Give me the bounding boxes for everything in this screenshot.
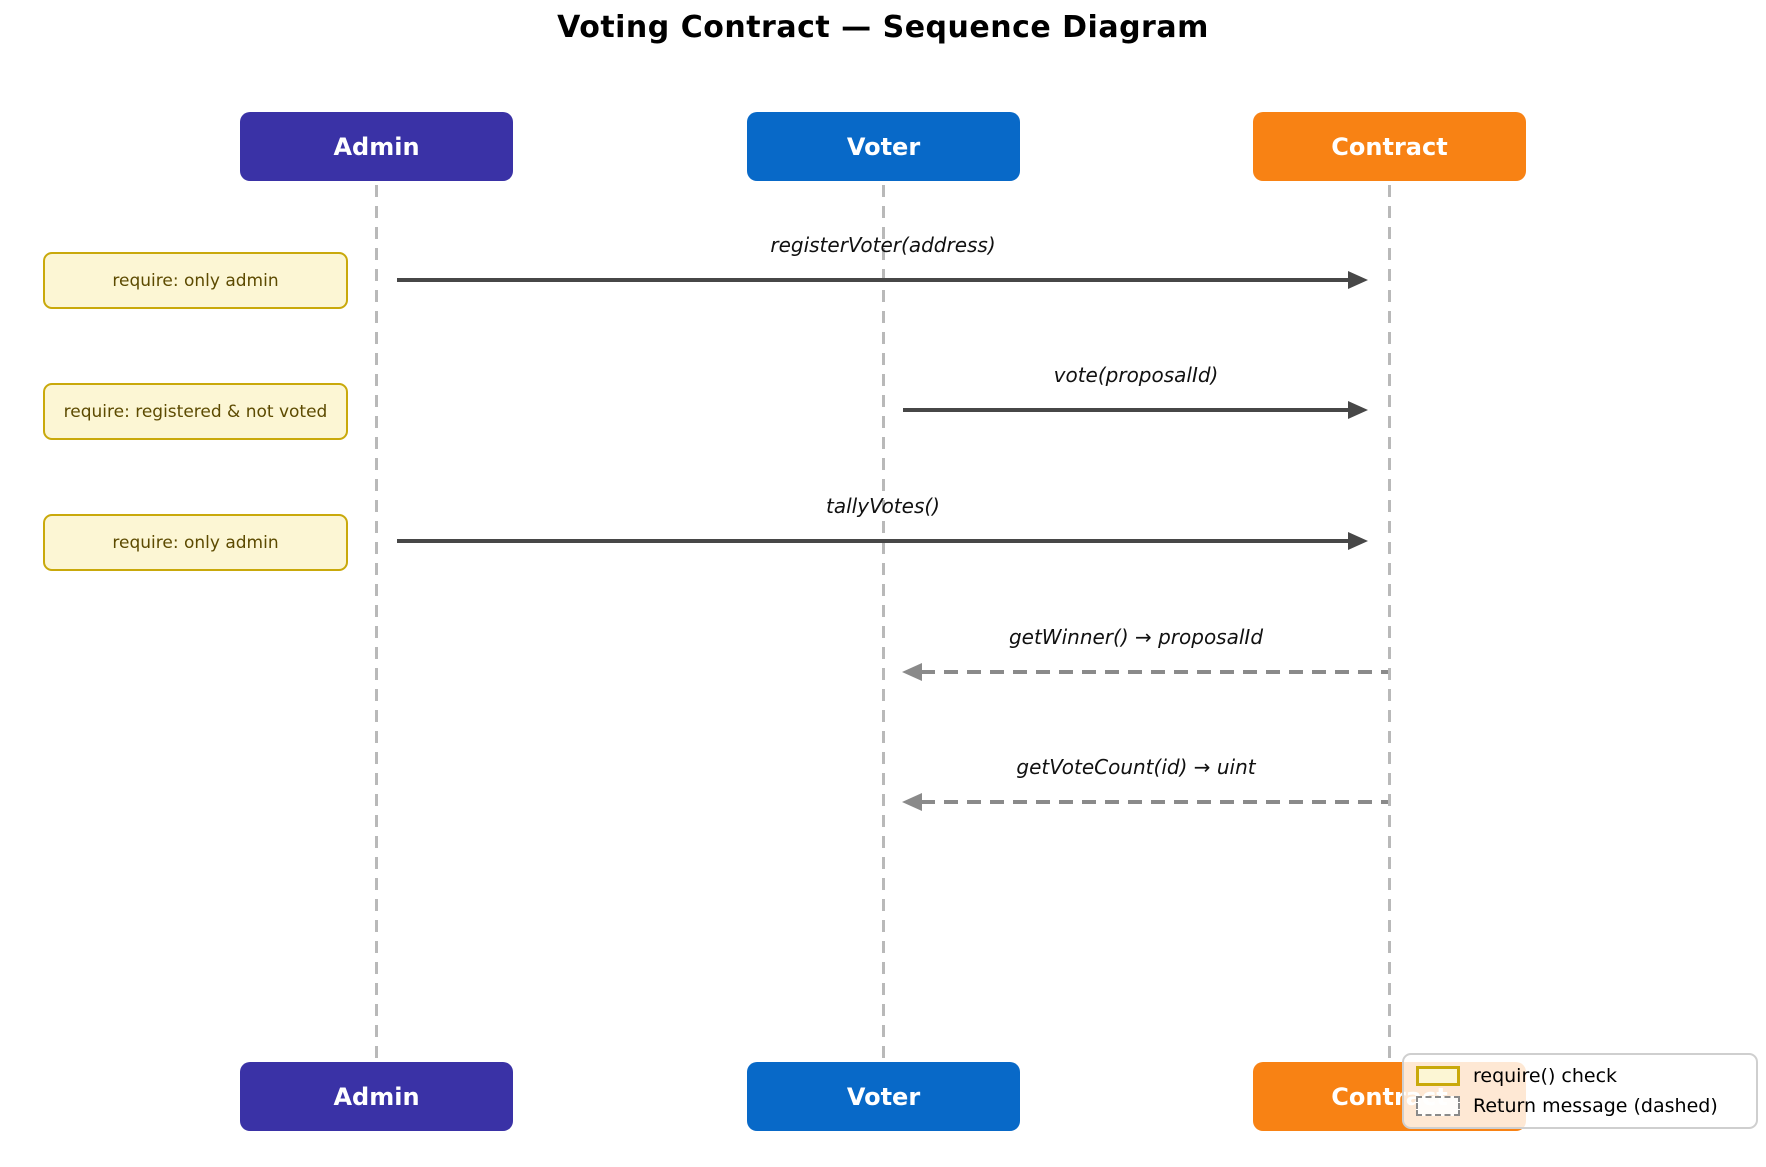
return-arrow-getvotecount <box>921 800 1388 804</box>
message-label-getvotecount: getVoteCount(id) → uint <box>1016 755 1256 779</box>
message-arrow-registervoter <box>397 278 1349 282</box>
lifeline-voter <box>882 185 885 1062</box>
message-arrow-vote <box>903 408 1349 412</box>
note-require-registered-not-voted: require: registered & not voted <box>43 383 348 440</box>
actor-label: Admin <box>333 1082 420 1111</box>
arrowhead-right-icon <box>1348 271 1368 289</box>
actor-label: Voter <box>846 132 921 161</box>
actor-admin-top: Admin <box>240 112 513 181</box>
legend-item-return: Return message (dashed) <box>1416 1095 1744 1117</box>
diagram-title: Voting Contract — Sequence Diagram <box>557 10 1209 45</box>
note-text: require: registered & not voted <box>63 401 328 422</box>
message-arrow-tallyvotes <box>397 539 1349 543</box>
actor-label: Admin <box>333 132 420 161</box>
note-text: require: only admin <box>112 532 279 553</box>
actor-label: Contract <box>1331 132 1448 161</box>
actor-voter-bottom: Voter <box>747 1062 1020 1131</box>
arrowhead-left-icon <box>902 663 922 681</box>
actor-voter-top: Voter <box>747 112 1020 181</box>
legend-label: require() check <box>1473 1065 1618 1087</box>
legend: require() check Return message (dashed) <box>1402 1053 1758 1129</box>
message-label-registervoter: registerVoter(address) <box>770 233 996 257</box>
message-label-tallyvotes: tallyVotes() <box>826 494 940 518</box>
legend-label: Return message (dashed) <box>1473 1095 1718 1117</box>
legend-item-require: require() check <box>1416 1065 1744 1087</box>
lifeline-contract <box>1388 185 1391 1062</box>
note-text: require: only admin <box>112 270 279 291</box>
return-arrow-getwinner <box>921 670 1388 674</box>
message-label-getwinner: getWinner() → proposalId <box>1008 625 1264 649</box>
arrowhead-left-icon <box>902 793 922 811</box>
arrowhead-right-icon <box>1348 532 1368 550</box>
actor-label: Voter <box>846 1082 921 1111</box>
legend-swatch-return-icon <box>1416 1096 1460 1116</box>
note-require-only-admin-1: require: only admin <box>43 252 348 309</box>
actor-contract-top: Contract <box>1253 112 1526 181</box>
arrowhead-right-icon <box>1348 401 1368 419</box>
note-require-only-admin-2: require: only admin <box>43 514 348 571</box>
legend-swatch-require-icon <box>1416 1066 1460 1086</box>
message-label-vote: vote(proposalId) <box>1053 363 1219 387</box>
lifeline-admin <box>375 185 378 1062</box>
actor-admin-bottom: Admin <box>240 1062 513 1131</box>
